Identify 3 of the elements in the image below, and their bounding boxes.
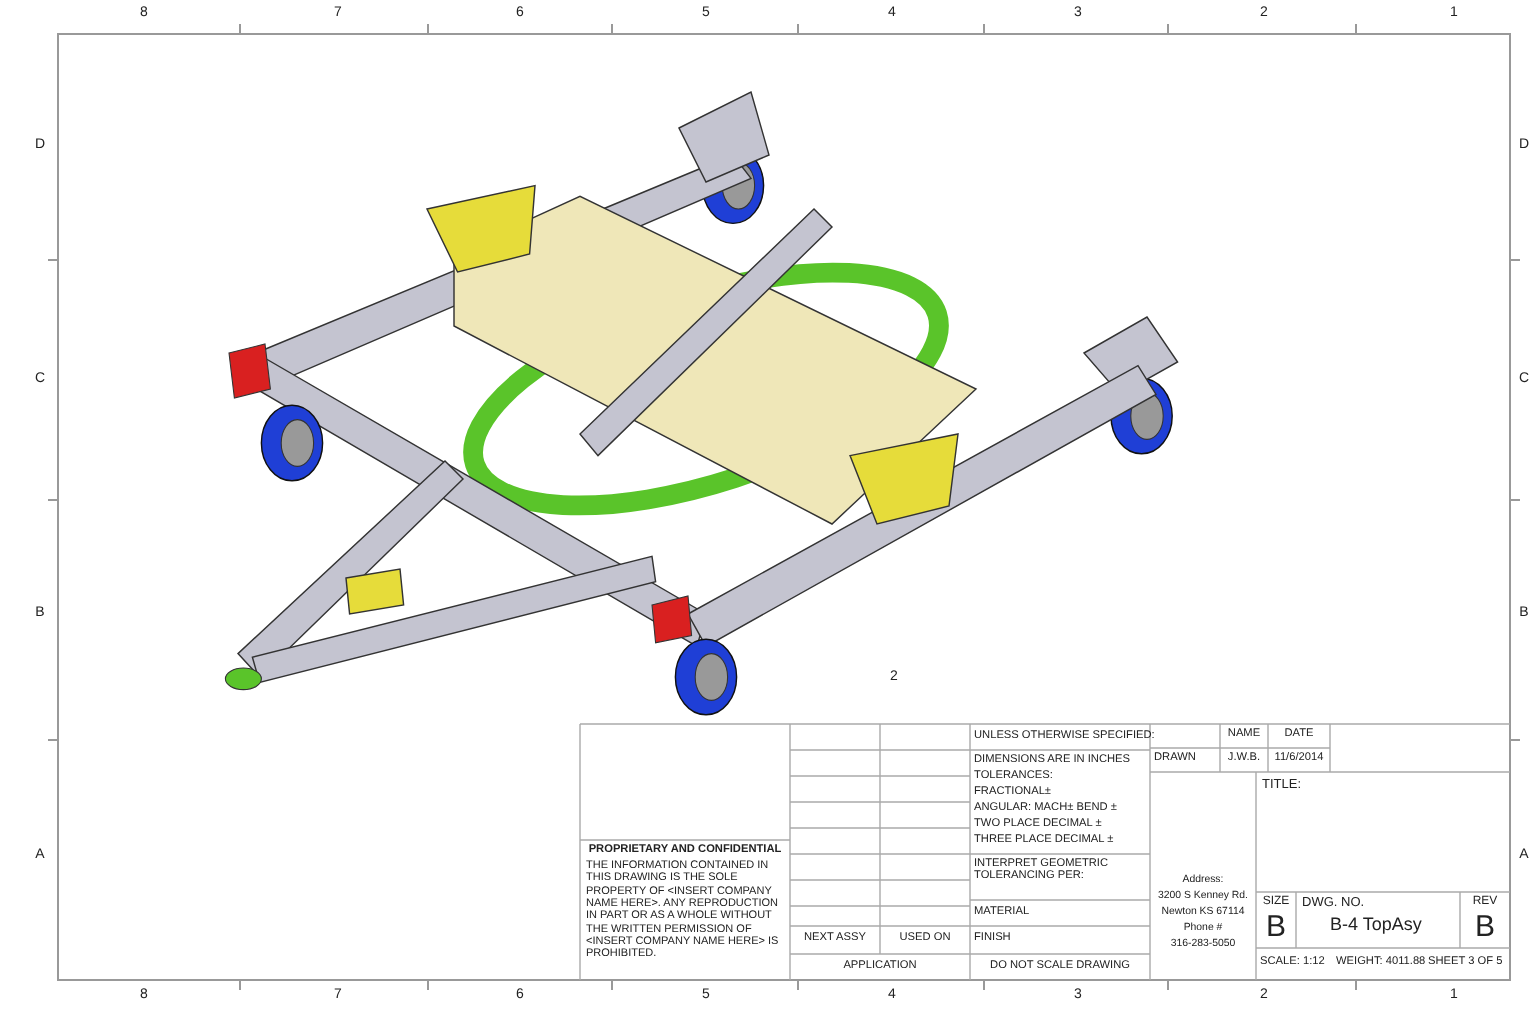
size-letter: B (1263, 910, 1288, 945)
drawing-number: B-4 TopAsy (1330, 914, 1424, 935)
revision-letter: B (1472, 910, 1497, 945)
